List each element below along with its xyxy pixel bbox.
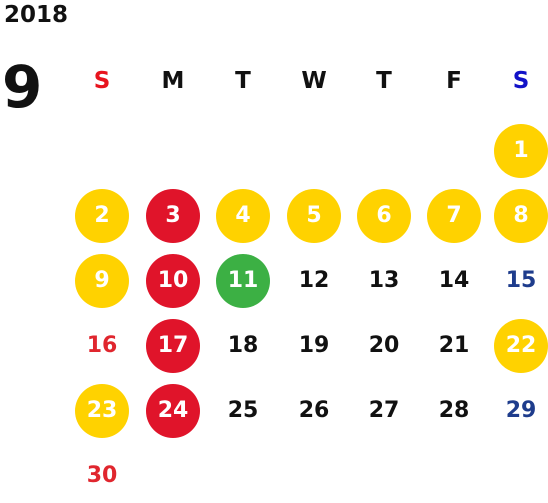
day-25[interactable]: 25 bbox=[227, 398, 259, 423]
day-2[interactable]: 2 bbox=[75, 189, 129, 243]
day-23[interactable]: 23 bbox=[75, 384, 129, 438]
day-7[interactable]: 7 bbox=[427, 189, 481, 243]
day-3[interactable]: 3 bbox=[146, 189, 200, 243]
year-label: 2018 bbox=[4, 2, 69, 28]
weekday-header-wednesday: W bbox=[301, 68, 327, 94]
day-21[interactable]: 21 bbox=[438, 333, 470, 358]
day-6[interactable]: 6 bbox=[357, 189, 411, 243]
day-29[interactable]: 29 bbox=[505, 398, 537, 423]
day-26[interactable]: 26 bbox=[298, 398, 330, 423]
weekday-header-sunday: S bbox=[93, 68, 111, 94]
day-30[interactable]: 30 bbox=[86, 463, 118, 488]
day-22[interactable]: 22 bbox=[494, 319, 548, 373]
day-20[interactable]: 20 bbox=[368, 333, 400, 358]
day-5[interactable]: 5 bbox=[287, 189, 341, 243]
day-18[interactable]: 18 bbox=[227, 333, 259, 358]
day-15[interactable]: 15 bbox=[505, 268, 537, 293]
day-9[interactable]: 9 bbox=[75, 254, 129, 308]
day-14[interactable]: 14 bbox=[438, 268, 470, 293]
month-number: 9 bbox=[2, 53, 43, 121]
day-1[interactable]: 1 bbox=[494, 124, 548, 178]
day-8[interactable]: 8 bbox=[494, 189, 548, 243]
weekday-header-monday: M bbox=[161, 68, 185, 94]
day-24[interactable]: 24 bbox=[146, 384, 200, 438]
day-28[interactable]: 28 bbox=[438, 398, 470, 423]
day-13[interactable]: 13 bbox=[368, 268, 400, 293]
weekday-header-tuesday: T bbox=[235, 68, 251, 94]
day-4[interactable]: 4 bbox=[216, 189, 270, 243]
day-16[interactable]: 16 bbox=[86, 333, 118, 358]
day-19[interactable]: 19 bbox=[298, 333, 330, 358]
day-17[interactable]: 17 bbox=[146, 319, 200, 373]
weekday-header-thursday: T bbox=[376, 68, 392, 94]
day-10[interactable]: 10 bbox=[146, 254, 200, 308]
day-11[interactable]: 11 bbox=[216, 254, 270, 308]
day-12[interactable]: 12 bbox=[298, 268, 330, 293]
weekday-header-saturday: S bbox=[512, 68, 530, 94]
day-27[interactable]: 27 bbox=[368, 398, 400, 423]
weekday-header-friday: F bbox=[446, 68, 462, 94]
